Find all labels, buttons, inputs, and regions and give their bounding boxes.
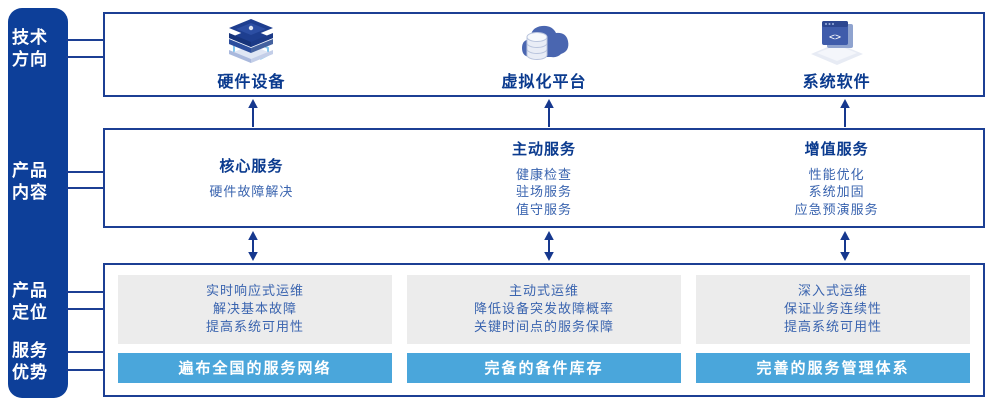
rail-label-line: 定位 [12,303,48,322]
connector-line [66,171,104,173]
product-content-panel: 核心服务 硬件故障解决 主动服务 健康检查 驻场服务 值守服务 增值服务 性能优… [103,128,985,228]
rail-label-line: 技术 [12,28,48,47]
service-col-title: 增值服务 [804,140,869,158]
positioning-line: 关键时间点的服务保障 [473,319,614,335]
rail-label-product-positioning: 产品 定位 [0,280,60,324]
positioning-card: 深入式运维 保证业务连续性 提高系统可用性 [696,275,970,344]
service-col-proactive: 主动服务 健康检查 驻场服务 值守服务 [398,130,691,226]
up-arrow [544,99,554,127]
tech-item-label: 系统软件 [802,74,871,91]
positioning-line: 降低设备突发故障概率 [473,301,614,317]
left-rail [8,8,68,398]
connector-line [66,187,104,189]
service-col-item: 性能优化 [808,166,865,182]
rail-label-service-advantage: 服务 优势 [0,340,60,384]
double-arrow [544,231,554,261]
service-col-title: 主动服务 [512,140,577,158]
bottom-col-proactive: 主动式运维 降低设备突发故障概率 关键时间点的服务保障 完备的备件库存 [407,275,681,383]
rail-label-line: 优势 [12,363,48,382]
rail-label-product-content: 产品 内容 [0,160,60,204]
tech-direction-panel: 硬件设备 虚拟化平台 [103,12,985,97]
service-col-core: 核心服务 硬件故障解决 [105,130,398,226]
connector-line [66,56,104,58]
tech-item-label: 虚拟化平台 [501,74,587,91]
bottom-col-realtime: 实时响应式运维 解决基本故障 提高系统可用性 遍布全国的服务网络 [118,275,392,383]
service-col-item: 健康检查 [516,166,573,182]
tech-item-label: 硬件设备 [217,74,286,91]
positioning-card: 实时响应式运维 解决基本故障 提高系统可用性 [118,275,392,344]
service-col-title: 核心服务 [219,158,284,176]
tech-item-system-software: <> 系统软件 [690,14,983,95]
positioning-line: 深入式运维 [797,283,868,299]
connector-line [66,369,104,371]
connector-line [66,308,104,310]
positioning-line: 提高系统可用性 [783,319,882,335]
positioning-line: 解决基本故障 [212,301,297,317]
positioning-line: 提高系统可用性 [205,319,304,335]
double-arrow [840,231,850,261]
rail-label-line: 产品 [12,161,48,180]
up-arrow [248,99,258,127]
double-arrow [248,231,258,261]
advantage-bar: 遍布全国的服务网络 [118,352,392,383]
up-arrow [840,99,850,127]
server-stack-icon [220,17,282,65]
rail-label-line: 服务 [12,341,48,360]
positioning-line: 实时响应式运维 [205,283,304,299]
rail-label-line: 方向 [12,50,48,69]
positioning-card: 主动式运维 降低设备突发故障概率 关键时间点的服务保障 [407,275,681,344]
service-col-item: 应急预演服务 [794,201,879,217]
positioning-line: 主动式运维 [508,283,579,299]
positioning-advantage-panel: 实时响应式运维 解决基本故障 提高系统可用性 遍布全国的服务网络 主动式运维 降… [103,263,985,397]
rail-label-tech-direction: 技术 方向 [0,27,60,71]
rail-label-line: 内容 [12,183,48,202]
connector-line [66,39,104,41]
service-col-item: 硬件故障解决 [209,184,294,200]
service-col-item: 系统加固 [808,184,865,200]
tech-item-virtualization: 虚拟化平台 [398,14,691,95]
bottom-col-indepth: 深入式运维 保证业务连续性 提高系统可用性 完善的服务管理体系 [696,275,970,383]
positioning-line: 保证业务连续性 [783,301,882,317]
service-col-value-added: 增值服务 性能优化 系统加固 应急预演服务 [690,130,983,226]
service-col-item: 值守服务 [516,201,573,217]
cloud-database-icon [513,17,575,65]
advantage-bar: 完善的服务管理体系 [696,352,970,383]
advantage-bar: 完备的备件库存 [407,352,681,383]
svg-text:<>: <> [829,32,841,43]
connector-line [66,351,104,353]
connector-line [66,291,104,293]
tech-item-hardware: 硬件设备 [105,14,398,95]
rail-label-line: 产品 [12,281,48,300]
service-col-item: 驻场服务 [516,184,573,200]
code-window-icon: <> [806,17,868,65]
